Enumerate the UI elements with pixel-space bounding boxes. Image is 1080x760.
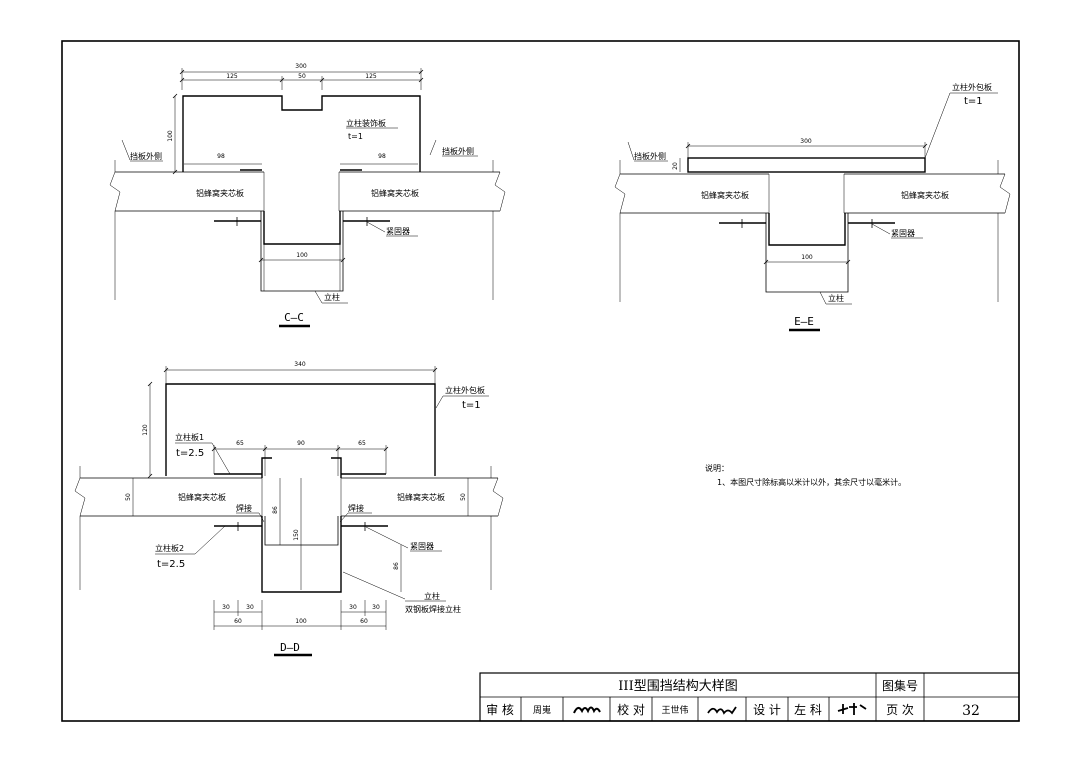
dd-dim-30b: 30 bbox=[246, 604, 254, 611]
dd-dim-65a: 65 bbox=[236, 440, 244, 447]
dd-dim-86b: 86 bbox=[393, 562, 400, 570]
cc-label-column: 立柱 bbox=[324, 292, 340, 302]
check-name: 王世伟 bbox=[661, 704, 688, 716]
cc-label-left-outer: 挡板外侧 bbox=[130, 151, 162, 161]
dd-label-cover-t: t=1 bbox=[462, 400, 481, 411]
ee-dim-bottom: 100 bbox=[801, 254, 813, 261]
dd-dim-total: 340 bbox=[294, 361, 306, 368]
dd-dim-90: 90 bbox=[297, 440, 305, 447]
title-block-title: III型围挡结构大样图 bbox=[618, 679, 737, 694]
ee-dim-height: 20 bbox=[672, 162, 679, 170]
dd-dim-50-right: 50 bbox=[460, 493, 467, 501]
ee-label-column: 立柱 bbox=[828, 293, 844, 303]
review-label: 审 核 bbox=[486, 702, 514, 717]
cc-dim-total: 300 bbox=[295, 63, 307, 70]
notes: 说明： 1、本图尺寸除标高以米计以外，其余尺寸以毫米计。 bbox=[705, 463, 906, 487]
check-label: 校 对 bbox=[617, 702, 645, 717]
ee-dim-total: 300 bbox=[800, 138, 812, 145]
dd-dim-150: 150 bbox=[293, 529, 300, 541]
notes-heading: 说明： bbox=[705, 463, 729, 473]
dd-dim-65b: 65 bbox=[358, 440, 366, 447]
title-block: III型围挡结构大样图 图集号 审 核 周嵬 校 对 王世伟 设 计 左 科 页… bbox=[479, 672, 1020, 722]
cc-dim-left: 125 bbox=[226, 73, 238, 80]
dd-dim-30d: 30 bbox=[372, 604, 380, 611]
dd-label-panel-right: 铝蜂窝夹芯板 bbox=[397, 492, 445, 502]
ee-label-panel-right: 铝蜂窝夹芯板 bbox=[901, 190, 949, 200]
dd-label-plate2: 立柱板2 bbox=[155, 543, 184, 553]
design-signature bbox=[837, 703, 867, 715]
page-number: 32 bbox=[962, 703, 980, 719]
cc-label-trim: 立柱装饰板 bbox=[346, 118, 386, 128]
dd-dim-50-left: 50 bbox=[125, 493, 132, 501]
dd-dim-30c: 30 bbox=[349, 604, 357, 611]
page-label: 页 次 bbox=[886, 703, 914, 717]
dd-label-weld-right: 焊接 bbox=[348, 503, 364, 513]
design-label: 设 计 bbox=[753, 703, 781, 717]
dd-dim-100: 100 bbox=[295, 618, 307, 625]
dd-dim-60b: 60 bbox=[360, 618, 368, 625]
cc-dim-height: 100 bbox=[167, 130, 174, 142]
review-name: 周嵬 bbox=[533, 705, 551, 716]
cc-dim-right: 125 bbox=[365, 73, 377, 80]
dd-dim-86a: 86 bbox=[272, 506, 279, 514]
dd-label-plate1: 立柱板1 bbox=[175, 432, 204, 442]
cc-dim-bottom: 100 bbox=[296, 252, 308, 259]
dd-dim-60a: 60 bbox=[234, 618, 242, 625]
ee-label-outer: 挡板外侧 bbox=[634, 151, 666, 161]
dd-label-panel-left: 铝蜂窝夹芯板 bbox=[178, 492, 226, 502]
review-signature bbox=[573, 706, 601, 714]
section-ee: 300 20 100 挡板外侧 立柱外包板 t=1 铝蜂窝夹芯 bbox=[614, 82, 1011, 332]
cc-dim-98-left: 98 bbox=[217, 153, 225, 160]
ee-label-panel-left: 铝蜂窝夹芯板 bbox=[701, 190, 749, 200]
cc-label-trim-t: t=1 bbox=[348, 132, 363, 141]
sheet-frame bbox=[61, 40, 1020, 722]
section-dd: 340 120 65 90 65 50 50 bbox=[74, 361, 504, 657]
dd-dim-30a: 30 bbox=[222, 604, 230, 611]
cc-dim-98-right: 98 bbox=[378, 153, 386, 160]
section-cc: 300 125 50 125 100 98 bbox=[109, 63, 506, 328]
cc-label-panel-right: 铝蜂窝夹芯板 bbox=[371, 188, 419, 198]
check-signature bbox=[707, 706, 737, 715]
dd-label-plate1-t: t=2.5 bbox=[176, 448, 204, 459]
design-name: 左 科 bbox=[794, 702, 822, 717]
cc-label-right-outer: 挡板外侧 bbox=[442, 146, 474, 156]
dd-dim-height: 120 bbox=[142, 424, 149, 436]
cc-label-panel-left: 铝蜂窝夹芯板 bbox=[196, 188, 244, 198]
ee-label-cover: 立柱外包板 bbox=[952, 82, 992, 92]
cc-section-title: C—C bbox=[284, 311, 304, 324]
ee-section-title: E—E bbox=[794, 315, 814, 328]
ee-label-fastener: 紧固器 bbox=[891, 229, 915, 238]
cc-label-fastener: 紧固器 bbox=[386, 227, 410, 236]
cc-dim-mid: 50 bbox=[298, 73, 306, 80]
ee-label-cover-t: t=1 bbox=[964, 96, 983, 107]
dd-label-plate2-t: t=2.5 bbox=[157, 559, 185, 570]
dd-label-column-desc: 双钢板焊接立柱 bbox=[405, 604, 461, 614]
notes-item-1: 1、本图尺寸除标高以米计以外，其余尺寸以毫米计。 bbox=[717, 477, 906, 487]
dd-section-title: D—D bbox=[280, 641, 300, 654]
atlas-label: 图集号 bbox=[882, 678, 918, 693]
dd-label-weld-left: 焊接 bbox=[236, 503, 252, 513]
dd-label-fastener: 紧固器 bbox=[410, 542, 434, 551]
dd-label-cover: 立柱外包板 bbox=[445, 385, 485, 395]
dd-label-column: 立柱 bbox=[424, 591, 440, 601]
